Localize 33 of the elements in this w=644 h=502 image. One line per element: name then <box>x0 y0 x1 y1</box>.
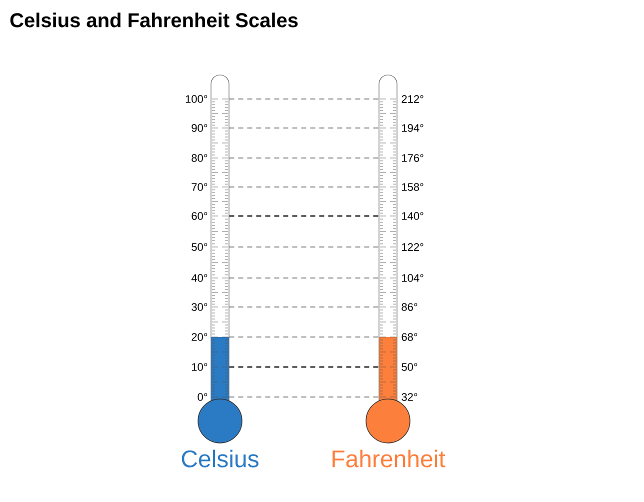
scale-value: 80° <box>192 154 208 162</box>
dashed-line <box>228 246 380 248</box>
dashed-line <box>228 306 380 308</box>
scale-value: 50° <box>192 243 208 251</box>
dashed-line <box>228 336 380 338</box>
scale-value: 60° <box>192 212 208 220</box>
dashed-line <box>228 396 380 398</box>
scale-value: 104° <box>402 274 424 282</box>
scale-value: 158° <box>402 183 424 191</box>
scale-value: 20° <box>192 333 208 341</box>
dashed-line <box>229 215 379 217</box>
scale-value: 70° <box>192 183 208 191</box>
scale-value: 32° <box>402 393 418 401</box>
scale-value: 100° <box>186 95 208 103</box>
scale-value: 194° <box>402 124 424 132</box>
scale-value: 0° <box>198 393 208 401</box>
scale-value: 86° <box>402 303 418 311</box>
scale-value: 140° <box>402 212 424 220</box>
scale-value: 30° <box>192 303 208 311</box>
scale-value: 10° <box>192 363 208 371</box>
title: Celsius and Fahrenheit Scales <box>10 12 298 28</box>
node-label: Celsius <box>182 450 258 468</box>
scale-value: 90° <box>192 124 208 132</box>
dashed-line <box>228 98 380 100</box>
scale-value: 40° <box>191 274 208 282</box>
dashed-line <box>228 186 380 188</box>
dashed-line <box>229 366 379 368</box>
scale-value: 68° <box>402 333 418 341</box>
scale-value: 50° <box>402 363 418 371</box>
scale-value: 176° <box>402 154 424 162</box>
scale-value: 122° <box>402 243 424 251</box>
node-label: Fahrenheit <box>332 450 446 468</box>
scale-value: 212° <box>402 95 424 103</box>
